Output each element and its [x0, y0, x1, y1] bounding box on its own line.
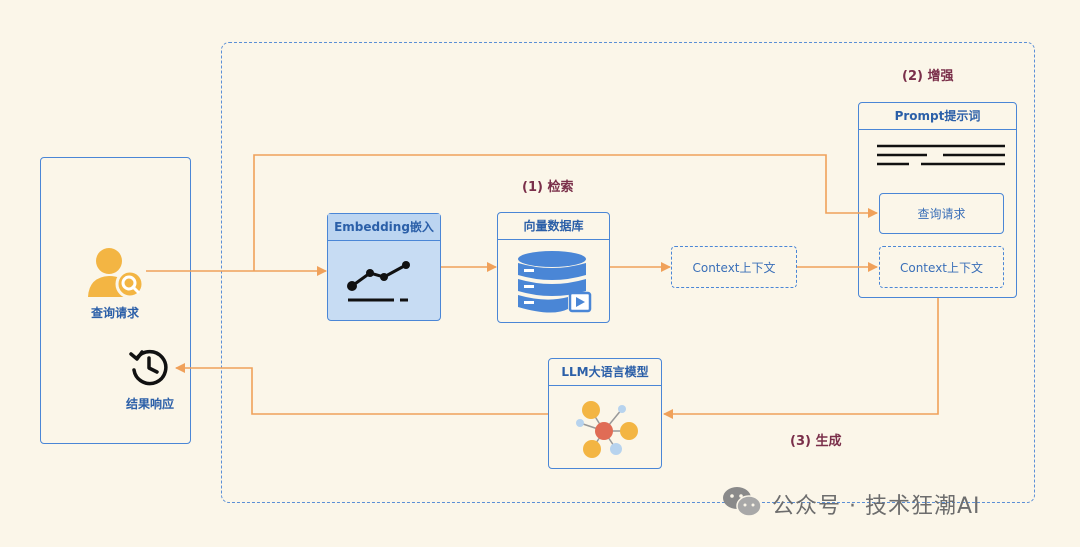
- step-retrieve-label: (1) 检索: [522, 180, 574, 195]
- arrow-prompt-to-llm: [663, 298, 939, 419]
- step-augment-label: (2) 增强: [902, 69, 954, 84]
- prompt-node: Prompt提示词: [858, 102, 1017, 298]
- watermark-text: 公众号 · 技术狂潮AI: [772, 494, 981, 519]
- step-generate-label: (3) 生成: [790, 434, 842, 449]
- vector-db-title: 向量数据库: [498, 213, 609, 240]
- prompt-title: Prompt提示词: [859, 103, 1016, 130]
- prompt-context-node: Context上下文: [879, 246, 1004, 288]
- context-node: Context上下文: [671, 246, 797, 288]
- network-icon: [574, 395, 642, 465]
- llm-title: LLM大语言模型: [549, 359, 661, 386]
- result-response-label: 结果响应: [125, 397, 174, 411]
- llm-node: LLM大语言模型: [548, 358, 662, 469]
- user-search-icon: [85, 245, 147, 300]
- query-request-label: 查询请求: [90, 306, 139, 320]
- trend-chart-icon: [344, 258, 428, 310]
- rag-pipeline-container: [221, 42, 1035, 503]
- embedding-node: Embedding嵌入: [327, 213, 441, 321]
- arrow-llm-to-result: [175, 363, 548, 415]
- history-icon: [128, 346, 170, 388]
- wechat-icon: [722, 484, 762, 520]
- text-lines-icon: [877, 143, 1005, 171]
- embedding-title: Embedding嵌入: [328, 214, 440, 241]
- prompt-query-node: 查询请求: [879, 193, 1004, 234]
- vector-db-node: 向量数据库: [497, 212, 610, 323]
- arrow-query-to-prompt: [253, 154, 878, 271]
- user-panel: [40, 157, 191, 444]
- database-icon: [516, 249, 592, 319]
